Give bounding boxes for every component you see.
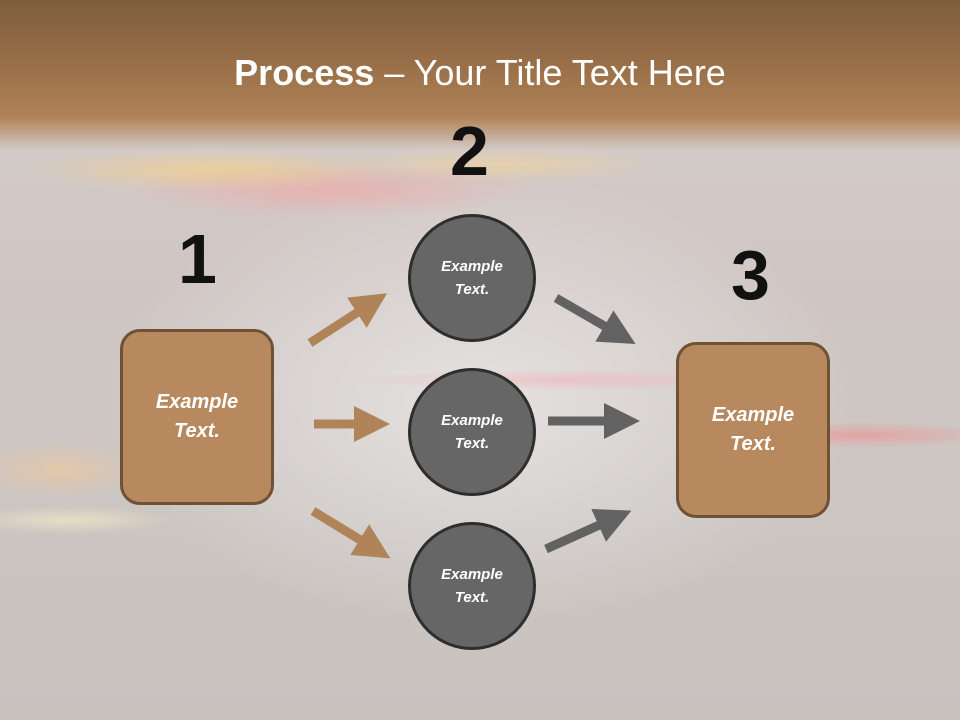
right-box-text: Example Text. <box>711 404 795 455</box>
circle-top: Example Text. <box>408 214 536 342</box>
arrow-left-to-top <box>307 293 388 347</box>
slide-title: Process – Your Title Text Here <box>0 52 960 94</box>
step-number-3: 3 <box>731 236 770 314</box>
step-number-2: 2 <box>450 112 489 190</box>
left-box-text: Example Text. <box>155 391 239 442</box>
circle-middle-text: Example Text. <box>441 412 503 452</box>
right-process-box: Example Text. <box>676 342 830 518</box>
arrow-top-to-right <box>553 294 636 345</box>
circle-middle: Example Text. <box>408 368 536 496</box>
title-bar <box>0 0 960 150</box>
step-number-1: 1 <box>178 220 217 298</box>
title-rest: – Your Title Text Here <box>374 52 726 93</box>
circle-bottom: Example Text. <box>408 522 536 650</box>
circle-bottom-text: Example Text. <box>441 566 503 606</box>
arrow-bottom-to-right <box>544 508 632 554</box>
circle-top-text: Example Text. <box>441 258 503 298</box>
title-bold: Process <box>234 52 375 93</box>
left-process-box: Example Text. <box>120 329 274 505</box>
arrow-left-to-bottom <box>310 507 391 559</box>
